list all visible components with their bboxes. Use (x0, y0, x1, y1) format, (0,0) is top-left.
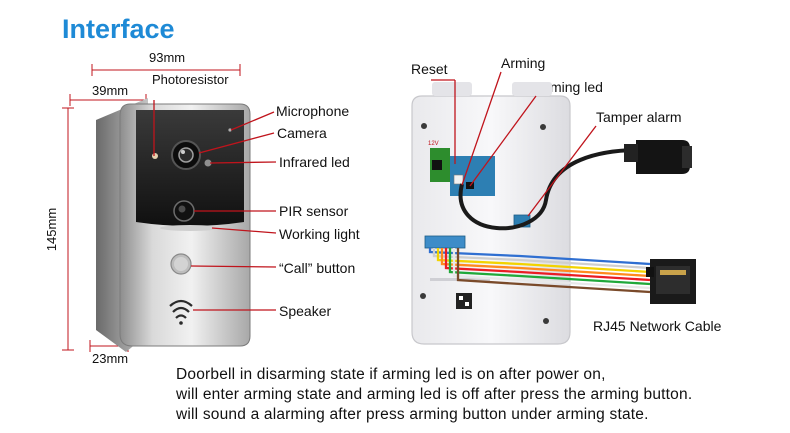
dimension-width: 93mm (149, 50, 186, 65)
label-board-voltage: 12V (428, 141, 439, 147)
rj45-connector (646, 259, 696, 304)
dimension-depth: 39mm (92, 83, 129, 98)
label-pir-sensor: PIR sensor (279, 203, 349, 219)
label-tamper-alarm: Tamper alarm (596, 109, 682, 125)
network-wire (452, 248, 651, 290)
dimension-bottom: 23mm (92, 351, 129, 366)
description-line-3: will sound a alarming after press arming… (176, 406, 649, 423)
page-title: Interface (62, 14, 175, 44)
network-wire (440, 248, 651, 278)
label-photoresistor: Photoresistor (152, 72, 229, 87)
label-speaker: Speaker (279, 303, 332, 319)
front-callouts (153, 100, 277, 311)
label-infrared-led: Infrared led (279, 154, 350, 170)
doorbell-front-unit (96, 98, 251, 352)
label-arming-led: Arming led (536, 79, 603, 95)
network-wire (444, 248, 651, 282)
network-wire (436, 248, 651, 274)
label-rj45: RJ45 Network Cable (593, 318, 722, 334)
back-callouts (431, 71, 597, 217)
network-wire (448, 248, 651, 286)
label-camera: Camera (277, 125, 327, 141)
description-line-2: will enter arming state and arming led i… (176, 386, 693, 403)
label-arming: Arming (501, 55, 546, 71)
label-working-light: Working light (279, 226, 360, 242)
label-call-button: “Call” button (279, 260, 356, 276)
label-reset: Reset (411, 61, 448, 77)
network-cable-wires (428, 248, 651, 294)
doorbell-back-unit (411, 82, 692, 345)
description-line-1: Doorbell in disarming state if arming le… (176, 366, 606, 383)
network-wire (456, 248, 651, 294)
label-microphone: Microphone (276, 103, 350, 119)
network-wire (432, 248, 651, 270)
network-wire (428, 248, 651, 266)
